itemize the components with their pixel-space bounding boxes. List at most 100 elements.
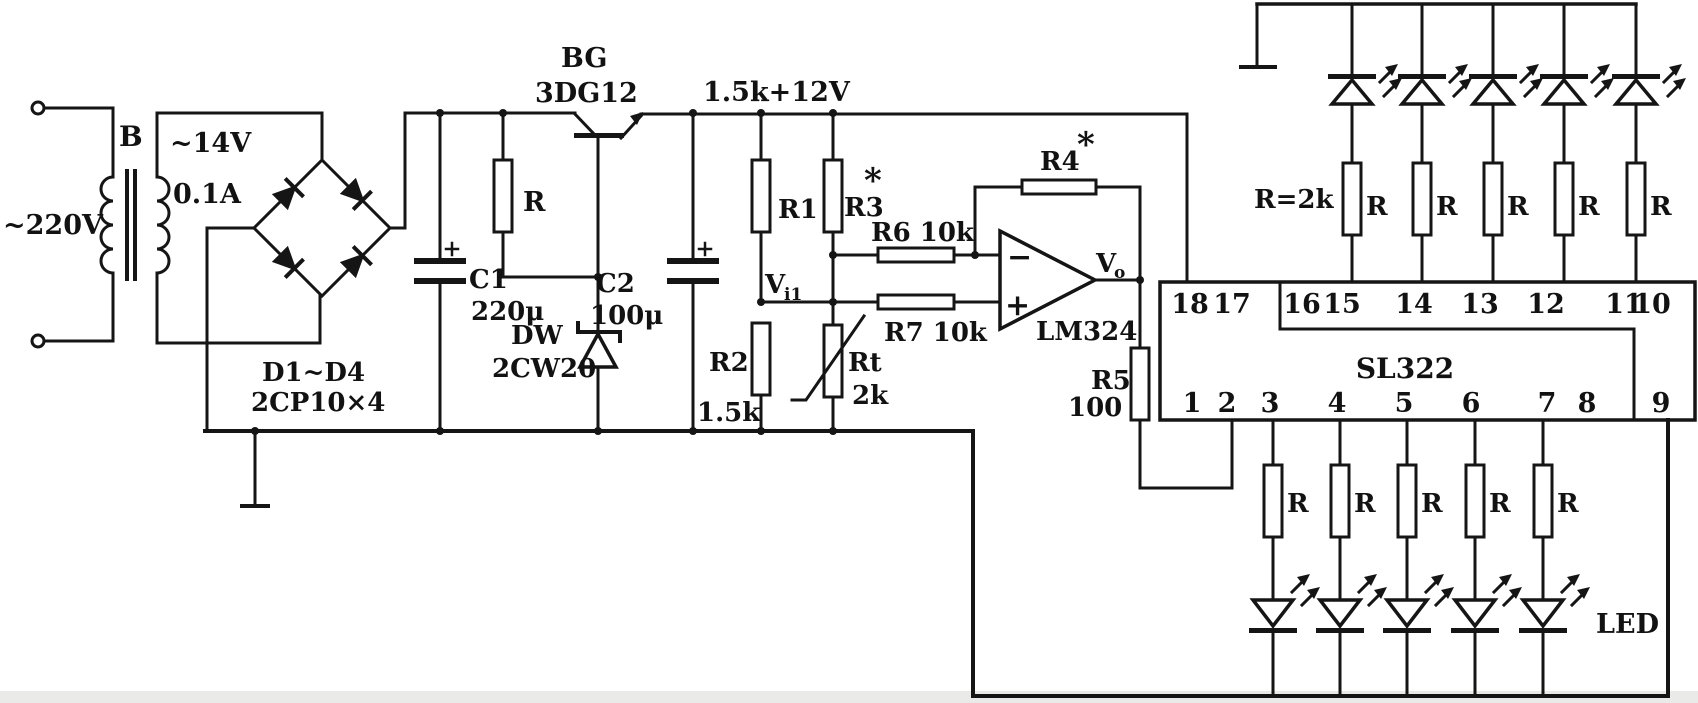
vo-label: V	[1095, 249, 1117, 279]
r4-body	[1020, 178, 1098, 196]
r-eq-label: R=2k	[1254, 185, 1334, 215]
bottom-led-column-5	[1519, 418, 1590, 696]
pin-16: 16	[1283, 289, 1321, 320]
pin-8: 8	[1578, 388, 1597, 419]
r7-body	[876, 293, 956, 311]
opamp-stage	[831, 178, 1234, 490]
c2-label: C2	[596, 269, 635, 299]
light-arrow	[1499, 574, 1512, 586]
light-arrow	[1364, 574, 1377, 586]
c1-label: C1	[469, 265, 508, 295]
bottom-led-column-4	[1451, 418, 1522, 696]
r4-star: *	[1077, 125, 1095, 165]
bottom-led-column-1	[1249, 418, 1320, 696]
pin-7: 7	[1538, 388, 1557, 419]
r6-body	[876, 246, 956, 264]
thermistor-stroke	[790, 313, 867, 402]
light-arrow	[1577, 587, 1590, 599]
light-arrow	[1455, 64, 1468, 76]
c2-plate-top	[667, 258, 719, 264]
light-arrow	[1509, 587, 1522, 599]
led-cathode-bar	[1519, 628, 1567, 633]
r5-label: R5	[1091, 366, 1131, 396]
bottom-led-column-3	[1383, 418, 1454, 696]
top-led-column-1	[1328, 2, 1402, 284]
bottom-r-label-4: R	[1489, 489, 1511, 519]
opamp-triangle	[998, 228, 1099, 332]
pin-12: 12	[1527, 289, 1565, 320]
bridge-dc-plus-wire	[388, 111, 407, 230]
bottom-led-column-2	[1316, 418, 1387, 696]
top-led-column-5	[1612, 2, 1686, 284]
r7-label: R7 10k	[884, 318, 988, 348]
resistor-body	[1464, 463, 1486, 539]
mains-terminal-bottom	[30, 333, 46, 349]
pin-13: 13	[1461, 289, 1499, 320]
light-arrow	[1431, 574, 1444, 586]
r6-label: R6 10k	[871, 218, 975, 248]
r2-body	[750, 321, 772, 397]
diode-d3	[271, 245, 305, 279]
secondary-current-label: 0.1A	[173, 179, 242, 210]
light-arrow	[1530, 78, 1543, 90]
r5-body	[1129, 346, 1151, 422]
light-arrow	[1673, 78, 1686, 90]
pin-18: 18	[1171, 289, 1209, 320]
bottom-r-label-5: R	[1557, 489, 1579, 519]
r2-label: R2	[709, 348, 749, 378]
top-r-label-5: R	[1650, 192, 1672, 222]
led-triangle	[1469, 77, 1517, 106]
light-arrow	[1459, 78, 1472, 90]
c2-plate-bottom	[667, 278, 719, 284]
led-cathode-bar	[1328, 74, 1376, 79]
resistor-body	[1262, 463, 1284, 539]
vi1-subscript: i1	[784, 285, 802, 305]
c2-value-label: 100μ	[590, 301, 663, 331]
c1-value-label: 220μ	[471, 297, 544, 327]
bottom-r-label-1: R	[1287, 489, 1309, 519]
rt-value-label: 2k	[852, 381, 889, 411]
r3-label: R3	[844, 193, 884, 223]
vo-subscript: o	[1114, 263, 1125, 283]
mains-voltage-label: ~220V	[3, 210, 104, 241]
pin-6: 6	[1462, 388, 1481, 419]
pin-4: 4	[1328, 388, 1347, 419]
bridge-diodes-label: D1~D4	[262, 358, 365, 388]
transistor-base-bar	[574, 133, 624, 138]
sl322-ic	[1158, 280, 1697, 422]
top-r-label-3: R	[1507, 192, 1529, 222]
led-cathode-bar	[1398, 74, 1446, 79]
base-resistor-body	[492, 158, 514, 234]
r1-label: R1	[778, 195, 818, 225]
bridge-dc-minus-wire	[205, 226, 256, 432]
opamp-noninverting-input: +	[1005, 288, 1030, 323]
primary-top-wire	[42, 106, 115, 179]
led-triangle	[1383, 598, 1431, 629]
diode-d1	[271, 177, 305, 211]
ic-outline	[1158, 280, 1697, 422]
secondary-ac1-wire	[155, 111, 324, 179]
c2-polarity-plus	[697, 241, 713, 257]
transformer	[30, 100, 324, 349]
transistor-collector	[572, 111, 597, 137]
pin-5: 5	[1395, 388, 1414, 419]
rt-label: Rt	[848, 348, 882, 378]
pin-15: 15	[1323, 289, 1361, 320]
vi1-label: V	[764, 270, 786, 300]
light-arrow	[1385, 64, 1398, 76]
rail-label: 1.5k+12V	[703, 77, 851, 108]
c1-plate-top	[414, 258, 466, 264]
junction-dots	[251, 109, 1144, 435]
led-cathode-bar	[1451, 628, 1499, 633]
light-arrow	[1441, 587, 1454, 599]
top-r-label-4: R	[1578, 192, 1600, 222]
zener-type-label: 2CW20	[492, 354, 596, 384]
pin-14: 14	[1395, 289, 1433, 320]
light-arrow	[1374, 587, 1387, 599]
top-led-column-2	[1398, 2, 1472, 284]
top-led-array	[1239, 2, 1686, 284]
light-arrow	[1526, 64, 1539, 76]
transistor-label: BG	[561, 43, 607, 74]
